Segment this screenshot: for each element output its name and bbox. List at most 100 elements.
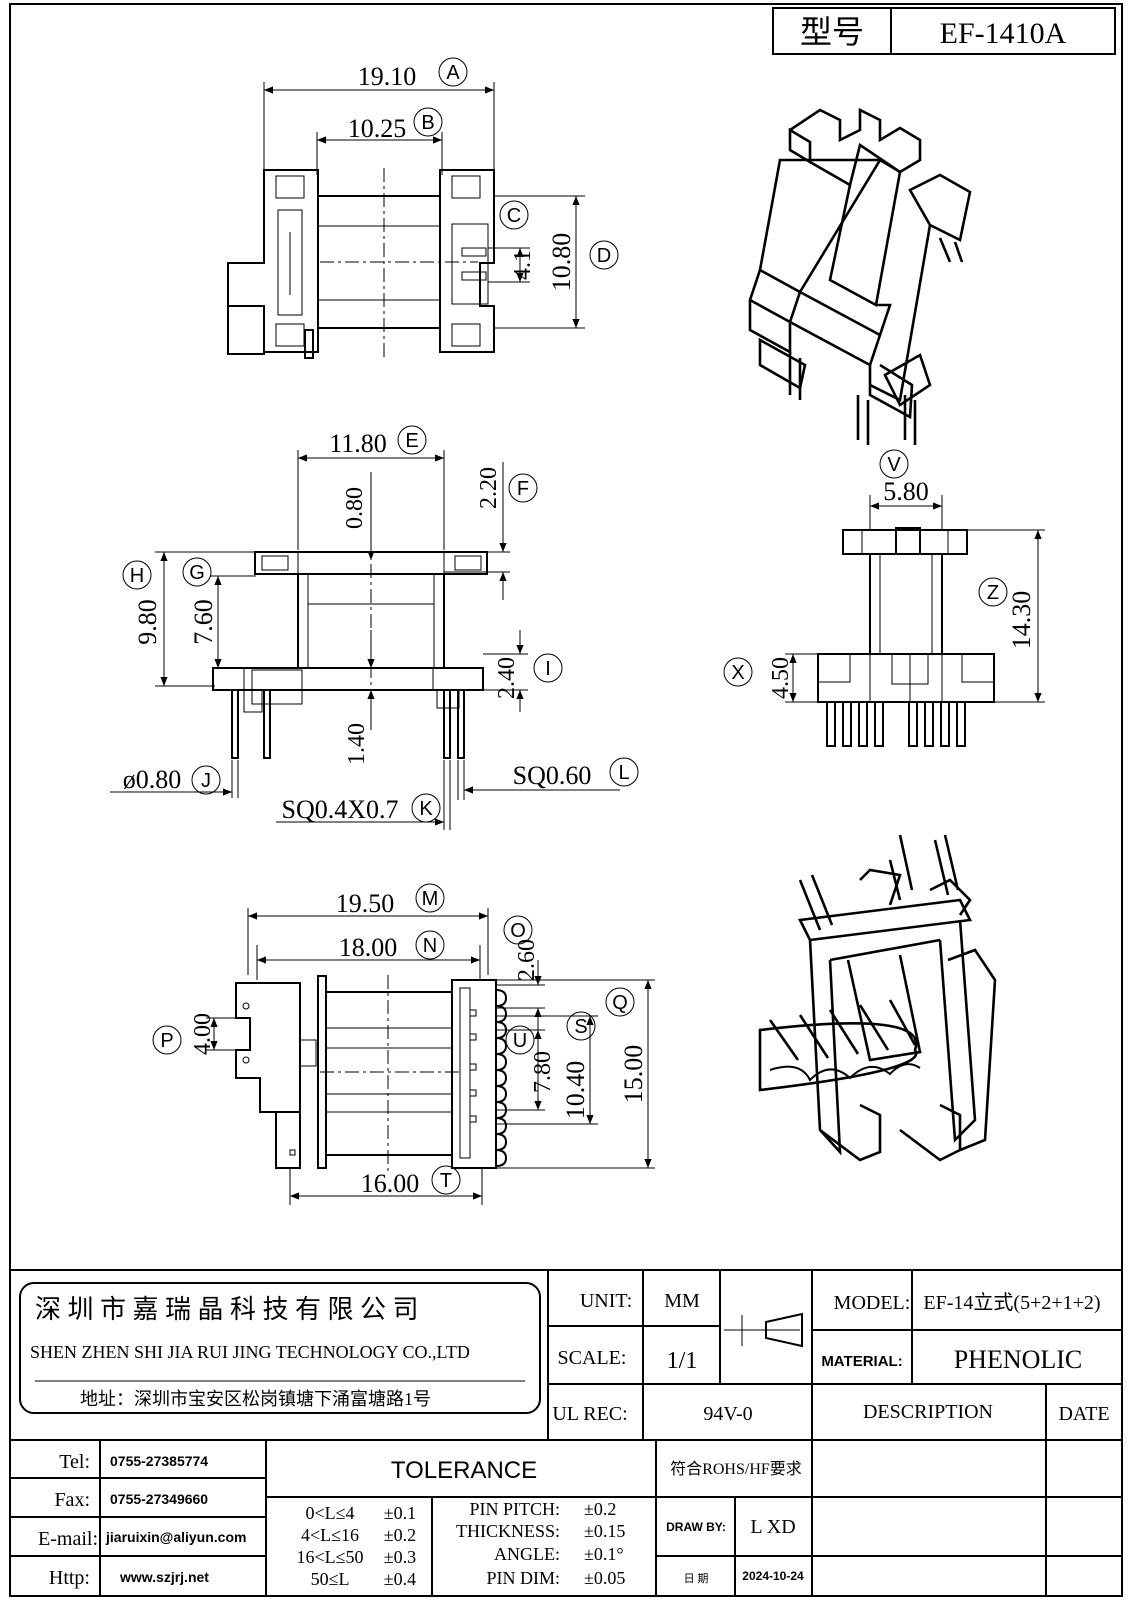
isometric-view-bottom xyxy=(758,834,997,1162)
dim-n-value: 18.00 xyxy=(339,933,398,962)
sheet-border xyxy=(9,3,1123,1597)
rohs-text: 符合ROHS/HF要求 xyxy=(670,1460,802,1478)
model-label: 型号 xyxy=(800,14,864,50)
dim-t-label: T xyxy=(440,1170,452,1192)
company-address: 地址：深圳市宝安区松岗镇塘下涌富塘路1号 xyxy=(80,1389,431,1409)
tol-item-value-2: ±0.15 xyxy=(584,1521,625,1541)
email-label: E-mail: xyxy=(38,1528,98,1550)
material-value: PHENOLIC xyxy=(954,1345,1083,1374)
title-block: 深 圳 市 嘉 瑞 晶 科 技 有 限 公 司 SHEN ZHEN SHI JI… xyxy=(10,1269,1122,1596)
dim-x-value: 4.50 xyxy=(768,657,794,699)
fax-value: 0755-27349660 xyxy=(110,1491,208,1507)
draw-by-label: DRAW BY: xyxy=(666,1520,726,1534)
dim-q-value: 15.00 xyxy=(619,1045,648,1104)
dim-m-label: M xyxy=(422,888,439,910)
dim-e-label: E xyxy=(405,430,418,452)
date-label: DATE xyxy=(1058,1403,1109,1425)
dim-e-value: 11.80 xyxy=(329,429,387,458)
date-cn-label: 日 期 xyxy=(684,1572,709,1585)
dim-s-value: 10.40 xyxy=(561,1061,590,1120)
dim-z-value: 14.30 xyxy=(1007,591,1036,650)
dim-h-label: H xyxy=(130,565,144,587)
dim-t-value: 16.00 xyxy=(361,1169,420,1198)
dim-p-value: 4.00 xyxy=(190,1013,216,1055)
projection-symbol xyxy=(724,1312,803,1348)
dim-v-value: 5.80 xyxy=(883,477,929,506)
model-box: 型号 EF-1410A xyxy=(772,7,1116,55)
dim-v-label: V xyxy=(887,454,901,476)
tol-value-4: ±0.4 xyxy=(384,1569,416,1589)
tol-range-4: 50≤L xyxy=(311,1569,350,1589)
dim-s-label: S xyxy=(574,1016,587,1038)
dim-g-value: 7.60 xyxy=(189,599,218,645)
fax-label: Fax: xyxy=(54,1489,90,1511)
dim-i-value: 2.40 xyxy=(494,657,520,699)
tol-item-2: THICKNESS: xyxy=(456,1521,560,1541)
dim-d-value: 10.80 xyxy=(547,233,576,292)
tolerance-title: TOLERANCE xyxy=(391,1457,537,1484)
dim-k-value: SQ0.4X0.7 xyxy=(281,795,398,824)
model-spec-label: MODEL: xyxy=(834,1292,911,1314)
dim-j-value: ø0.80 xyxy=(123,765,182,794)
unit-label: UNIT: xyxy=(580,1290,632,1312)
dim-g-label: G xyxy=(189,562,205,584)
model-spec-value: EF-14立式(5+2+1+2) xyxy=(923,1291,1100,1314)
scale-label: SCALE: xyxy=(558,1347,627,1369)
dim-h-value: 9.80 xyxy=(133,599,162,645)
dim-n-label: N xyxy=(423,935,437,957)
ul-label: UL REC: xyxy=(552,1403,627,1425)
dim-p-label: P xyxy=(160,1030,173,1052)
material-label: MATERIAL: xyxy=(821,1353,902,1370)
dim-l-label: L xyxy=(618,762,629,784)
dim-z-label: Z xyxy=(987,582,999,604)
dim-a-label: A xyxy=(446,62,460,84)
model-value: EF-1410A xyxy=(940,17,1067,50)
unit-value: MM xyxy=(664,1290,700,1312)
tol-item-value-3: ±0.1° xyxy=(584,1544,624,1564)
date-value: 2024-10-24 xyxy=(742,1569,804,1583)
dim-b-value: 10.25 xyxy=(348,114,407,143)
http-label: Http: xyxy=(49,1567,90,1589)
email-value: jiaruixin@aliyun.com xyxy=(105,1529,246,1545)
http-value: www.szjrj.net xyxy=(119,1569,209,1585)
dim-e2-value: 0.80 xyxy=(342,487,368,529)
tol-item-1: PIN PITCH: xyxy=(469,1499,560,1519)
tol-range-2: 4<L≤16 xyxy=(301,1525,359,1545)
dim-k-label: K xyxy=(419,798,433,820)
bottom-view: 19.50 M 18.00 N xyxy=(152,883,655,1205)
tol-item-value-1: ±0.2 xyxy=(584,1499,616,1519)
dim-d-label: D xyxy=(597,245,611,267)
dim-l-value: SQ0.60 xyxy=(513,761,592,790)
dim-c-label: C xyxy=(507,205,521,227)
tel-value: 0755-27385774 xyxy=(110,1453,208,1469)
tol-value-2: ±0.2 xyxy=(384,1525,416,1545)
tel-label: Tel: xyxy=(59,1451,90,1473)
dim-q-label: Q xyxy=(612,992,628,1014)
tol-range-3: 16<L≤50 xyxy=(296,1547,363,1567)
ul-value: 94V-0 xyxy=(703,1403,752,1425)
dim-a-value: 19.10 xyxy=(358,62,417,91)
draw-by-value: L XD xyxy=(750,1516,795,1538)
dim-u-value: 7.80 xyxy=(530,1051,556,1093)
dim-o-value: 2.60 xyxy=(514,939,540,981)
dim-b-label: B xyxy=(421,112,434,134)
side-view: 5.80 V 14.30 Z xyxy=(723,449,1045,747)
company-name-en: SHEN ZHEN SHI JIA RUI JING TECHNOLOGY CO… xyxy=(30,1342,470,1362)
dim-u-label: U xyxy=(513,1030,527,1052)
tol-value-1: ±0.1 xyxy=(384,1503,416,1523)
tol-item-value-4: ±0.05 xyxy=(584,1568,625,1588)
top-view: 19.10 A 10.25 B 4.1 C xyxy=(227,57,619,360)
tol-range-1: 0<L≤4 xyxy=(305,1503,354,1523)
dim-j-label: J xyxy=(201,770,211,792)
tol-value-3: ±0.3 xyxy=(384,1547,416,1567)
dim-o-label: O xyxy=(510,920,526,942)
tol-item-3: ANGLE: xyxy=(494,1544,560,1564)
dim-f-label: F xyxy=(517,478,529,500)
front-view: 11.80 E 0.80 2.20 F 9.80 H 7.60 G xyxy=(110,425,639,830)
dim-i2-value: 1.40 xyxy=(344,723,370,765)
company-name-cn: 深 圳 市 嘉 瑞 晶 科 技 有 限 公 司 xyxy=(35,1295,419,1324)
isometric-view-top xyxy=(748,107,972,445)
dim-i-label: I xyxy=(545,658,551,680)
dim-m-value: 19.50 xyxy=(336,889,395,918)
